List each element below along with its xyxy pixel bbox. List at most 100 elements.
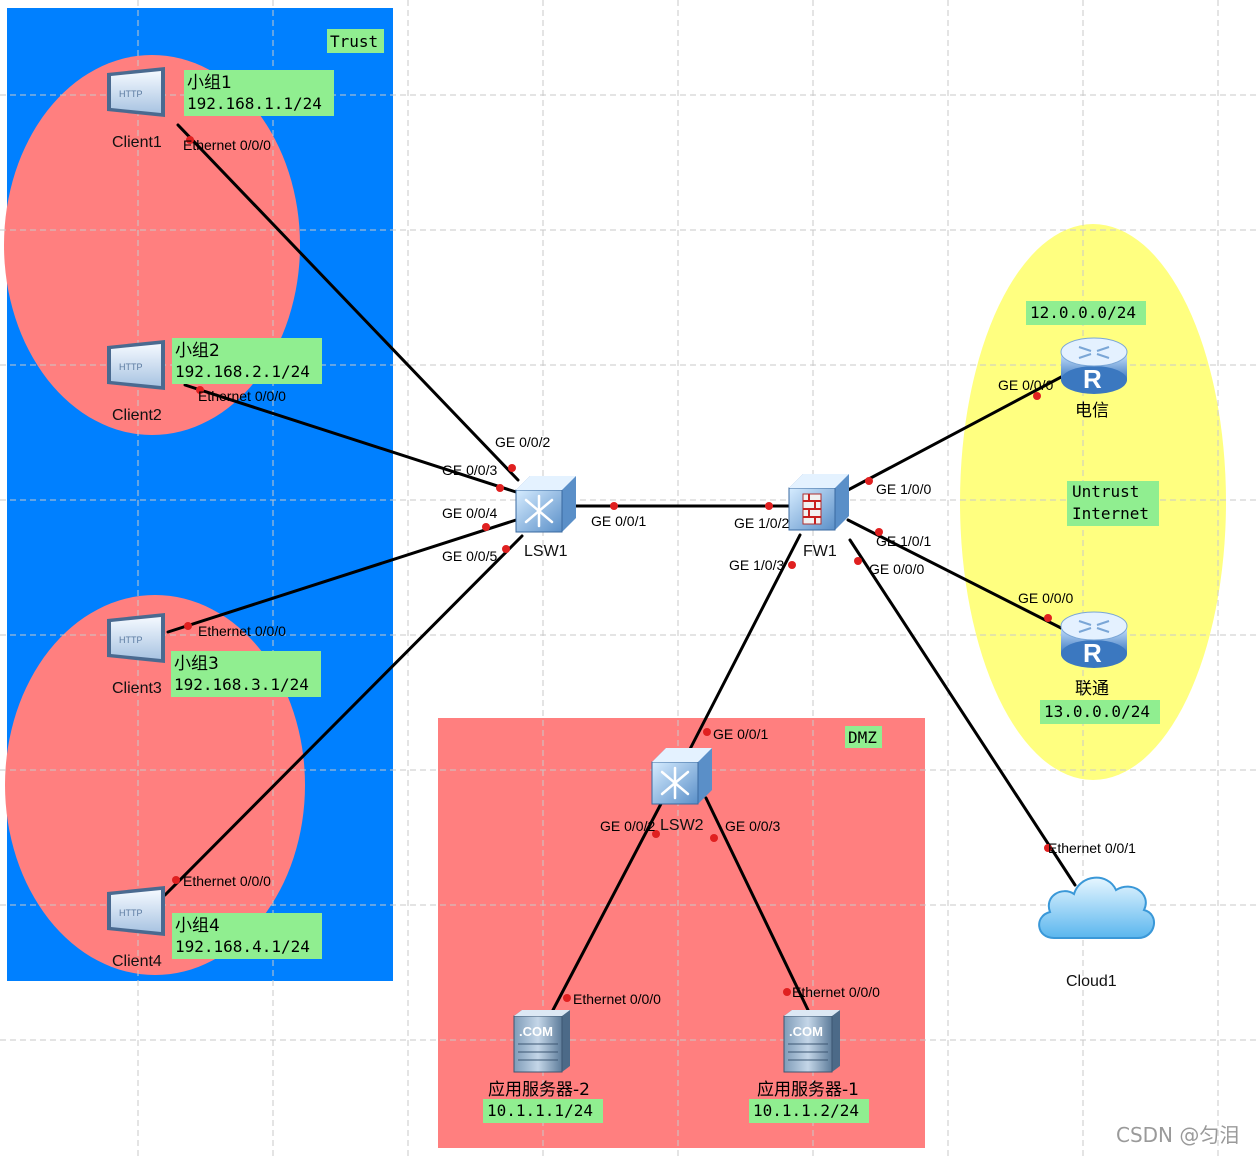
- lsw1-switch[interactable]: [515, 476, 576, 533]
- link-lsw2-server2: [551, 796, 666, 1012]
- server-2-port: Ethernet 0/0/0: [573, 991, 661, 1007]
- lsw1-port-3: GE 0/0/3: [442, 462, 497, 478]
- link-lsw2-server1: [704, 796, 810, 1012]
- fw1-port-103: GE 1/0/3: [729, 557, 784, 573]
- group-name: 小组1: [187, 73, 232, 93]
- server-icon: .COM: [513, 1010, 570, 1073]
- port-dot: [563, 994, 571, 1002]
- internet-label: Internet: [1072, 504, 1149, 523]
- client1[interactable]: HTTP: [107, 67, 165, 117]
- client2[interactable]: HTTP: [107, 340, 165, 390]
- port-dot: [703, 728, 711, 736]
- client4-name: Client4: [112, 953, 162, 970]
- lsw1-port-1: GE 0/0/1: [591, 513, 646, 529]
- group-subnet: 192.168.4.1/24: [175, 937, 310, 956]
- router-icon: R: [1060, 611, 1128, 668]
- port-dot: [482, 523, 490, 531]
- fw1-port-101: GE 1/0/1: [876, 533, 931, 549]
- client4[interactable]: HTTP: [107, 886, 165, 936]
- router-dianxin[interactable]: R: [1060, 337, 1128, 394]
- client1-port: Ethernet 0/0/0: [183, 137, 271, 153]
- router-liantong[interactable]: R: [1060, 611, 1128, 668]
- server-1-ip-bg: [749, 1099, 869, 1123]
- port-dot: [172, 876, 180, 884]
- link-client3-lsw1: [166, 518, 518, 634]
- port-dot: [875, 528, 883, 536]
- server-2[interactable]: .COM: [513, 1010, 570, 1073]
- group-name: 小组2: [175, 341, 220, 361]
- link-client2-lsw1: [183, 383, 518, 494]
- client4-port: Ethernet 0/0/0: [183, 873, 271, 889]
- dianxin-port: GE 0/0/0: [998, 377, 1053, 393]
- port-dot: [184, 622, 192, 630]
- port-dot: [783, 988, 791, 996]
- lsw1-port-5: GE 0/0/5: [442, 548, 497, 564]
- trust-label: Trust: [330, 32, 378, 51]
- dmz-label: DMZ: [848, 728, 877, 747]
- server-icon: .COM: [783, 1010, 840, 1073]
- port-dot: [496, 484, 504, 492]
- client1-name: Client1: [112, 134, 162, 151]
- lsw2-port-1: GE 0/0/1: [713, 726, 768, 742]
- group-name: 小组3: [174, 654, 219, 674]
- group-name: 小组4: [175, 916, 220, 936]
- server-1[interactable]: .COM: [783, 1010, 840, 1073]
- lsw2-port-2: GE 0/0/2: [600, 818, 655, 834]
- group-label-3: 小组3 192.168.3.1/24: [171, 651, 321, 697]
- fw1-port-000: GE 0/0/0: [869, 561, 924, 577]
- link-client4-lsw1: [163, 534, 524, 897]
- port-dot: [854, 557, 862, 565]
- port-dots: [172, 136, 1052, 1002]
- untrust-label-bg: [1067, 481, 1159, 526]
- port-dot: [865, 477, 873, 485]
- link-fw1-cloud: [848, 538, 1077, 887]
- group-subnet: 192.168.3.1/24: [174, 675, 309, 694]
- cloud1-name: Cloud1: [1066, 973, 1117, 990]
- switch-icon: [515, 476, 576, 533]
- port-dot: [1044, 844, 1052, 852]
- cloud1[interactable]: [1038, 876, 1155, 939]
- lsw2-switch[interactable]: [651, 748, 712, 805]
- http-client-icon: HTTP: [107, 67, 165, 117]
- link-client1-lsw1: [176, 123, 520, 482]
- port-dot: [610, 502, 618, 510]
- liantong-subnet-bg: [1040, 700, 1160, 724]
- watermark: CSDN @匀泪: [1116, 1123, 1239, 1147]
- switch-icon: [651, 748, 712, 805]
- port-dot: [186, 136, 194, 144]
- client2-name: Client2: [112, 407, 162, 424]
- link-fw1-dianxin: [846, 373, 1067, 492]
- svg-text:.COM: .COM: [519, 1024, 553, 1039]
- router-icon: R: [1060, 337, 1128, 394]
- server-2-ip-bg: [483, 1099, 603, 1123]
- server-1-port: Ethernet 0/0/0: [792, 984, 880, 1000]
- lsw1-port-2: GE 0/0/2: [495, 434, 550, 450]
- untrust-label: Untrust: [1072, 482, 1139, 501]
- lsw2-port-3: GE 0/0/3: [725, 818, 780, 834]
- svg-text:HTTP: HTTP: [119, 635, 143, 645]
- port-dot: [508, 464, 516, 472]
- cloud-icon: [1038, 876, 1155, 939]
- server-2-ip: 10.1.1.1/24: [487, 1101, 593, 1120]
- port-dot: [710, 834, 718, 842]
- svg-text:HTTP: HTTP: [119, 908, 143, 918]
- network-links: [163, 123, 1077, 1012]
- svg-text:R: R: [1083, 638, 1102, 668]
- client3[interactable]: HTTP: [107, 613, 165, 663]
- server-2-name: 应用服务器-2: [488, 1080, 590, 1100]
- client2-port: Ethernet 0/0/0: [198, 388, 286, 404]
- dmz-label-bg: [845, 726, 882, 748]
- link-fw1-lsw2: [686, 533, 802, 755]
- liantong-name: 联通: [1075, 679, 1109, 699]
- link-fw1-liantong: [846, 518, 1067, 632]
- dianxin-name: 电信: [1075, 401, 1109, 421]
- fw1-firewall[interactable]: [788, 474, 849, 531]
- liantong-port: GE 0/0/0: [1018, 590, 1073, 606]
- firewall-icon: [788, 474, 849, 531]
- liantong-subnet: 13.0.0.0/24: [1044, 702, 1150, 721]
- group-subnet: 192.168.1.1/24: [187, 94, 322, 113]
- port-dot: [1033, 392, 1041, 400]
- svg-text:HTTP: HTTP: [119, 89, 143, 99]
- port-dot: [652, 830, 660, 838]
- client3-port: Ethernet 0/0/0: [198, 623, 286, 639]
